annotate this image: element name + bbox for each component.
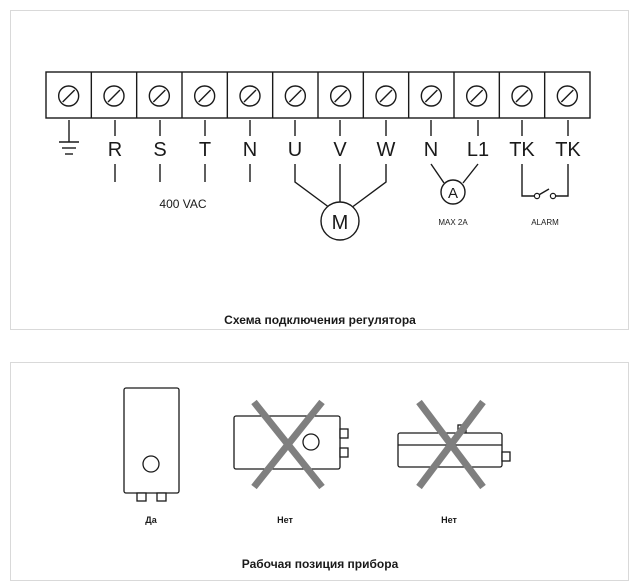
terminal-screw-icon xyxy=(239,85,261,107)
terminal-screw-icon xyxy=(103,85,125,107)
terminal-label-u: U xyxy=(288,139,302,161)
terminal-label-n2: N xyxy=(424,139,438,161)
ammeter-icon xyxy=(440,179,466,205)
ground-icon xyxy=(59,120,79,155)
position-label-no-2: Нет xyxy=(441,515,457,525)
alarm-contact-icon xyxy=(533,192,557,200)
cross-icon-2 xyxy=(416,399,486,490)
terminal-screw-icon xyxy=(375,85,397,107)
terminal-label-r: R xyxy=(108,139,122,161)
mounting-position-panel xyxy=(10,362,629,581)
terminal-label-n: N xyxy=(243,139,257,161)
terminal-label-w: W xyxy=(377,139,396,161)
terminal-label-tk1: TK xyxy=(509,139,535,161)
motor-icon xyxy=(320,201,360,241)
terminal-screw-icon xyxy=(511,85,533,107)
terminal-label-l1: L1 xyxy=(467,139,489,161)
terminal-block xyxy=(45,71,591,119)
terminal-label-s: S xyxy=(153,139,166,161)
position-label-yes: Да xyxy=(145,515,157,525)
wiring-caption: Схема подключения регулятора xyxy=(224,313,416,327)
terminal-label-t: T xyxy=(199,139,211,161)
terminal-screw-icon xyxy=(57,85,80,107)
terminal-label-tk2: TK xyxy=(555,139,581,161)
terminal-screw-icon xyxy=(148,85,171,107)
terminal-label-v: V xyxy=(333,139,347,161)
device-upright-icon xyxy=(123,387,180,502)
alarm-label: ALARM xyxy=(531,218,559,227)
terminal-screw-icon xyxy=(193,85,216,107)
cross-icon xyxy=(251,399,325,490)
wiring-diagram-panel xyxy=(10,10,629,330)
positions-caption: Рабочая позиция прибора xyxy=(242,557,399,571)
terminal-screw-icon xyxy=(284,85,307,107)
terminal-screw-icon xyxy=(420,85,443,107)
ammeter-note: MAX 2A xyxy=(438,218,468,227)
terminal-screw-icon xyxy=(465,85,488,107)
ammeter-label: A xyxy=(448,185,458,202)
supply-voltage-label: 400 VAC xyxy=(159,197,206,211)
motor-label: M xyxy=(332,212,349,234)
terminal-screw-icon xyxy=(329,85,352,107)
terminal-screw-icon xyxy=(556,85,579,107)
position-label-no-1: Нет xyxy=(277,515,293,525)
wires xyxy=(114,120,569,209)
